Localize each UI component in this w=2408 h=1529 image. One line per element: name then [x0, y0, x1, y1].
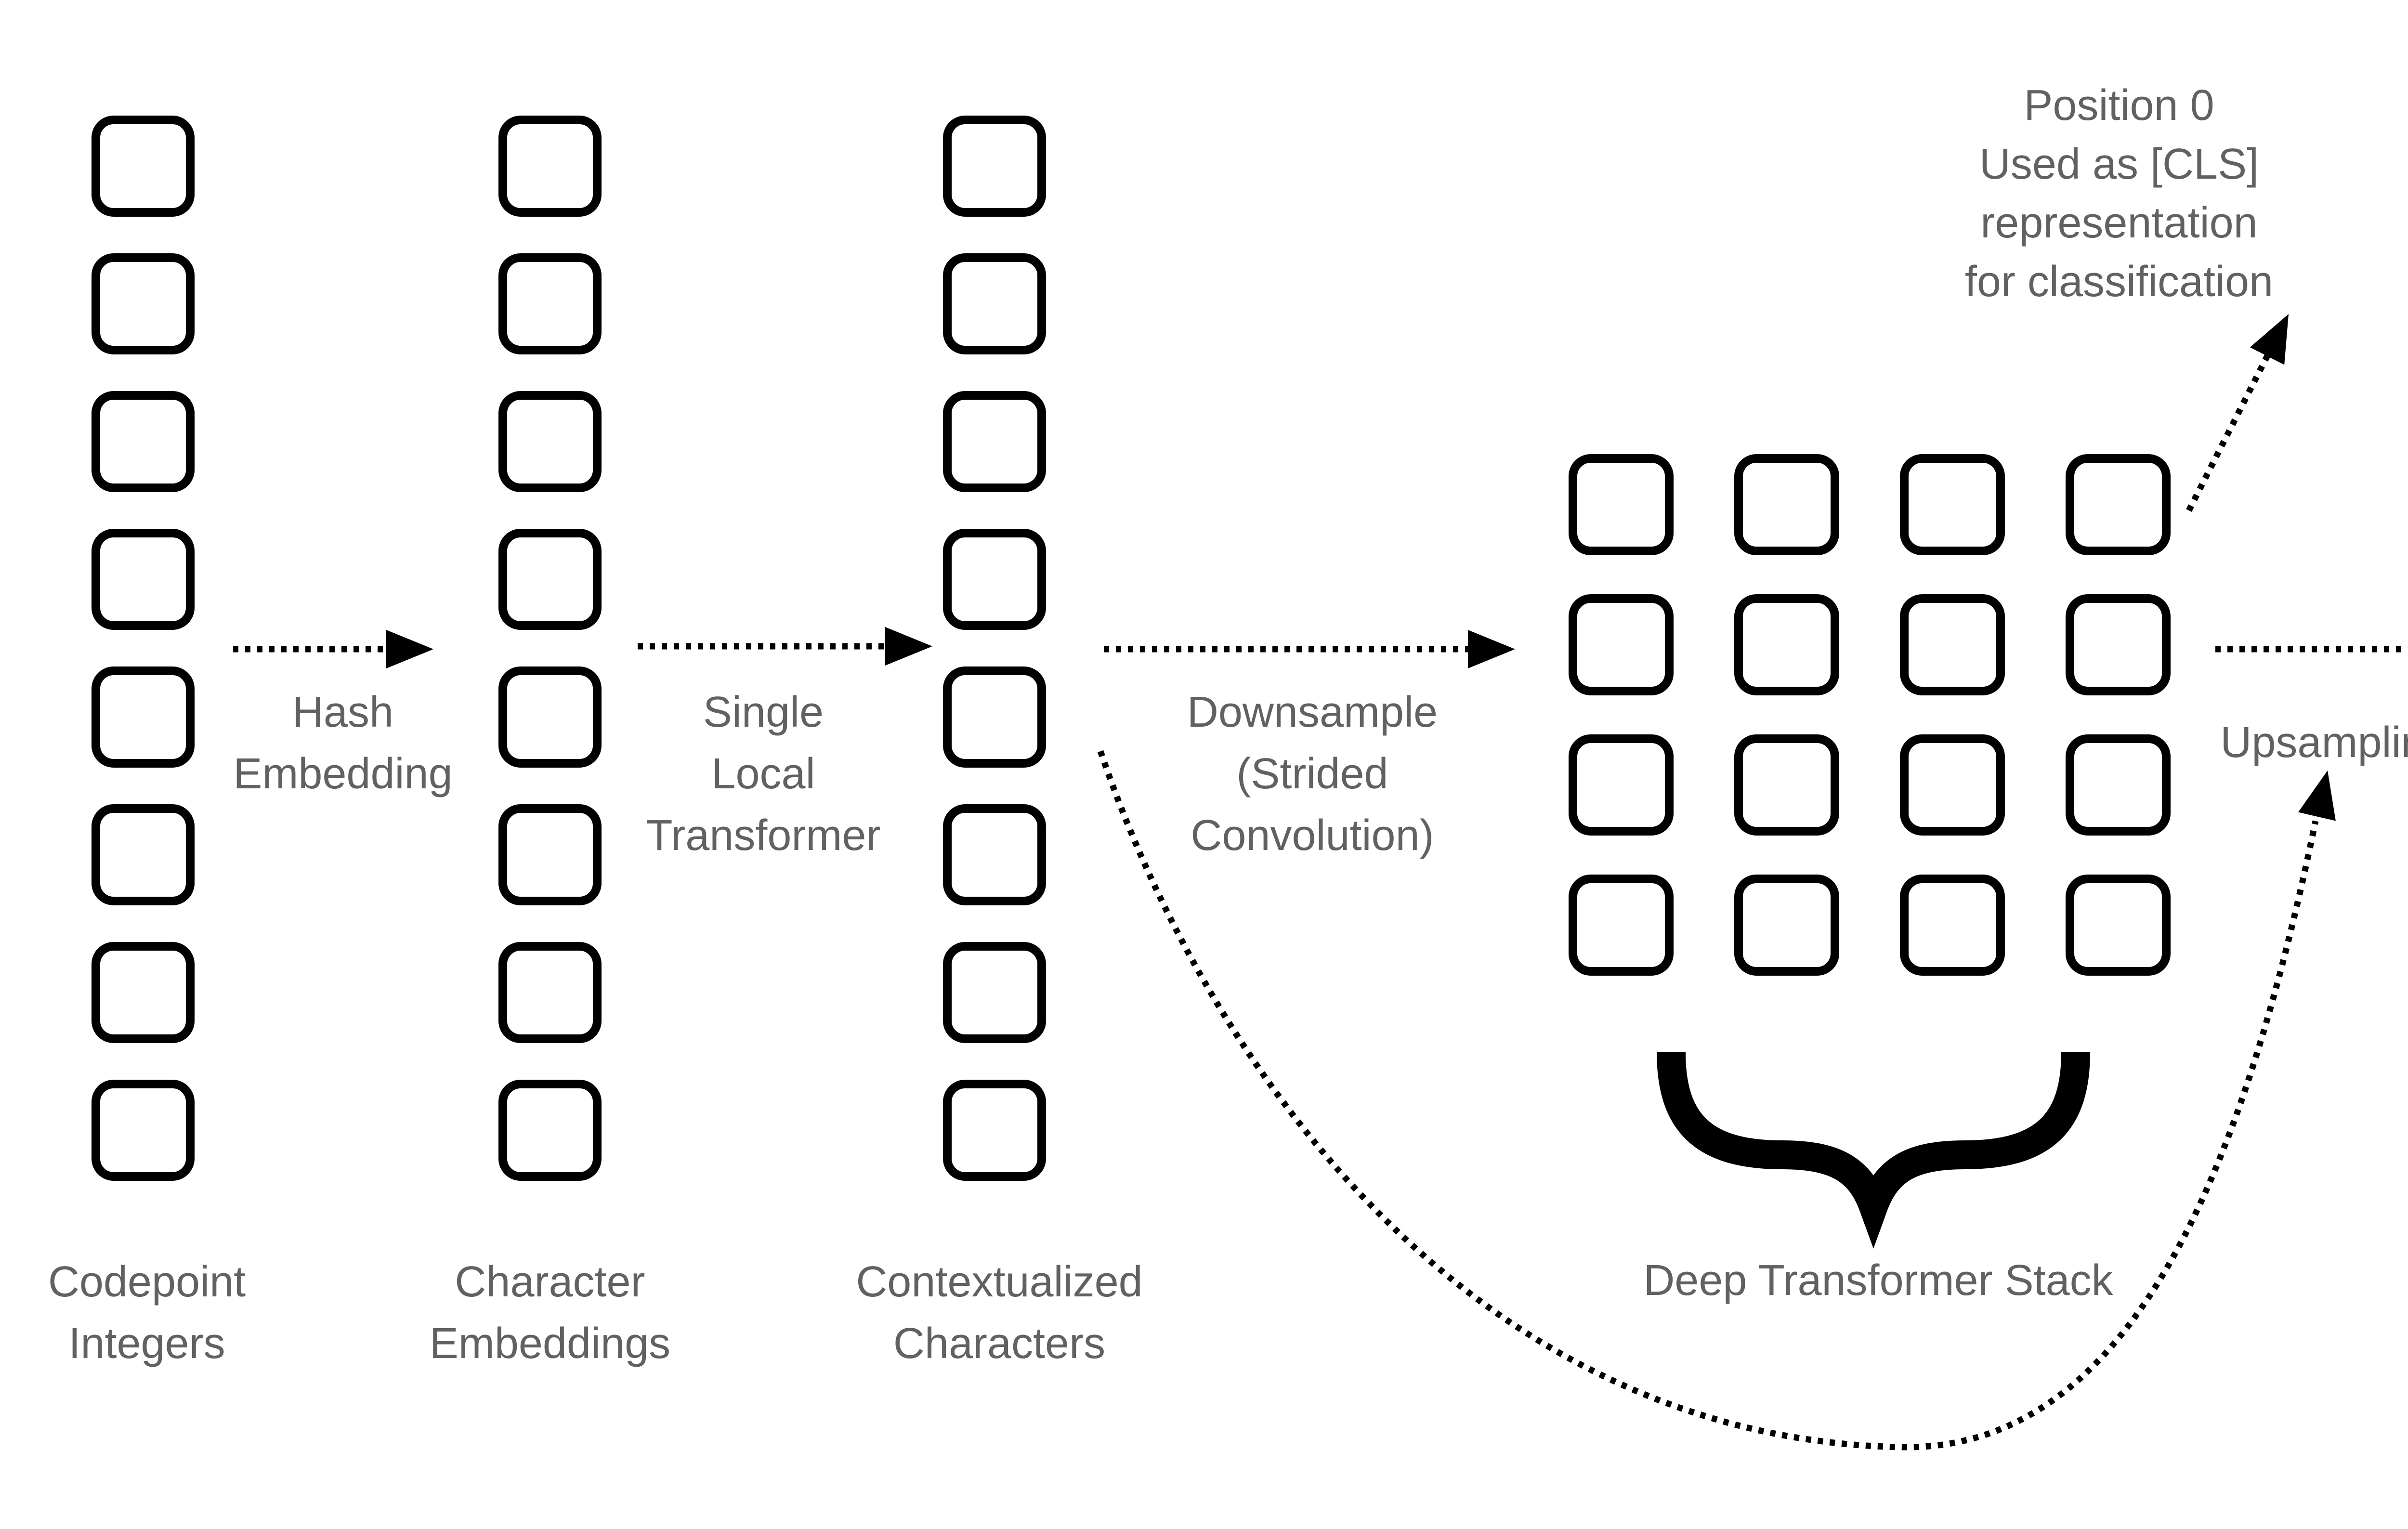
token-box [92, 1080, 195, 1181]
token-box [498, 116, 602, 217]
token-box [943, 1080, 1046, 1181]
character-embeddings-label: Character Embeddings [429, 1258, 671, 1368]
token-box [943, 666, 1046, 768]
character-embeddings-column [498, 116, 602, 1181]
token-box [498, 1080, 602, 1181]
contextualized-characters-column [943, 116, 1046, 1181]
token-box [2066, 875, 2171, 976]
hash-embedding-arrow [233, 630, 433, 668]
downsampled-token-grid [1569, 454, 2171, 976]
token-box [92, 253, 195, 354]
token-box [943, 942, 1046, 1043]
token-box [943, 116, 1046, 217]
token-box [2066, 734, 2171, 836]
codepoint-integers-column [92, 116, 195, 1181]
token-box [1900, 594, 2005, 695]
token-box [943, 391, 1046, 492]
token-box [498, 391, 602, 492]
token-box [943, 253, 1046, 354]
token-box [1734, 594, 1839, 695]
underbrace-icon [1657, 1052, 2090, 1249]
token-box [498, 804, 602, 905]
upsampling-arrow [2215, 646, 2408, 653]
single-local-transformer-label: Single Local Transformer [646, 688, 881, 860]
token-box [498, 942, 602, 1043]
token-box [1734, 734, 1839, 836]
position0-cls-annotation: Position 0 Used as [CLS] representation … [1964, 81, 2274, 306]
token-box [2066, 454, 2171, 555]
token-box [943, 529, 1046, 630]
token-box [1734, 875, 1839, 976]
downsample-arrow [1104, 630, 1515, 668]
contextualized-characters-label: Contextualized Characters [856, 1258, 1143, 1368]
downsample-label: Downsample (Strided Convolution) [1187, 688, 1438, 860]
token-box [92, 529, 195, 630]
token-box [943, 804, 1046, 905]
cls-position0-arrow [2186, 314, 2289, 512]
token-box [92, 666, 195, 768]
deep-transformer-stack-label: Deep Transformer Stack [1643, 1256, 2113, 1305]
single-local-transformer-arrow [638, 627, 932, 666]
token-box [92, 942, 195, 1043]
token-box [498, 253, 602, 354]
token-box [2066, 594, 2171, 695]
token-box [92, 804, 195, 905]
token-box [1569, 734, 1674, 836]
token-box [1900, 875, 2005, 976]
token-box [1569, 454, 1674, 555]
token-box [1569, 594, 1674, 695]
token-box [1569, 875, 1674, 976]
hash-embedding-label: Hash Embedding [233, 688, 453, 798]
token-box [498, 666, 602, 768]
token-box [498, 529, 602, 630]
token-box [1734, 454, 1839, 555]
token-box [92, 391, 195, 492]
token-box [1900, 734, 2005, 836]
token-box [1900, 454, 2005, 555]
upsampling-label: Upsampling [2220, 719, 2408, 767]
residual-upsampling-curve-arrow [1097, 750, 2336, 1451]
token-box [92, 116, 195, 217]
codepoint-integers-label: Codepoint Integers [48, 1258, 246, 1368]
